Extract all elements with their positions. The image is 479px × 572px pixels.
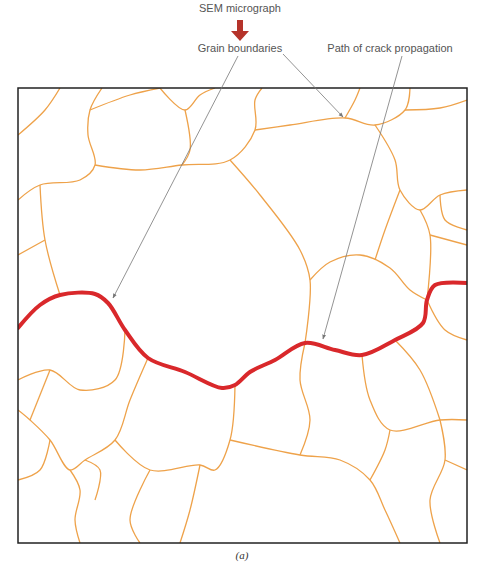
grain-boundary (230, 440, 400, 543)
title-label: SEM micrograph (197, 2, 283, 14)
leader-line (283, 54, 343, 117)
micrograph-frame (18, 88, 467, 543)
grain-boundary (395, 340, 440, 420)
down-arrow (231, 20, 249, 41)
grain-boundary (18, 440, 50, 480)
grain-boundary (430, 235, 467, 245)
grain-boundary (300, 343, 310, 455)
grain-boundary (375, 190, 400, 260)
grain-boundary (430, 420, 445, 543)
grain-boundary (180, 465, 200, 543)
grain-boundary (18, 240, 45, 255)
grain-boundary (310, 255, 427, 300)
grain-boundary (18, 88, 60, 135)
grain-boundary (70, 470, 80, 543)
part-label: Path of crack propagation (325, 42, 454, 54)
crack-path (18, 282, 467, 388)
grain-boundary (18, 88, 102, 200)
figure-label: (a) (234, 549, 251, 561)
part-label: Grain boundaries (196, 42, 284, 54)
grain-boundary (427, 300, 467, 340)
grain-boundary (85, 460, 101, 500)
grain-boundary (18, 358, 148, 470)
grain-boundary (440, 195, 467, 230)
grain-boundary (445, 460, 467, 470)
grain-boundary (160, 88, 215, 110)
grain-boundary (362, 355, 467, 431)
grain-boundary (375, 125, 467, 210)
grain-network (18, 88, 467, 543)
grain-boundary (30, 370, 50, 420)
grain-boundary (95, 88, 262, 170)
grain-boundary (420, 210, 431, 300)
grain-boundary (90, 88, 160, 110)
grain-boundary (115, 385, 235, 471)
grain-boundary (370, 430, 390, 480)
crack-line (18, 282, 467, 388)
grain-boundary (405, 100, 467, 110)
grain-boundary (345, 88, 360, 118)
grain-boundary (18, 330, 125, 390)
grain-boundary (230, 160, 310, 343)
grain-boundary (40, 185, 60, 295)
grain-boundary (130, 470, 150, 543)
leader-line (323, 56, 402, 339)
leader-line (113, 56, 238, 298)
grain-boundary (255, 88, 410, 130)
